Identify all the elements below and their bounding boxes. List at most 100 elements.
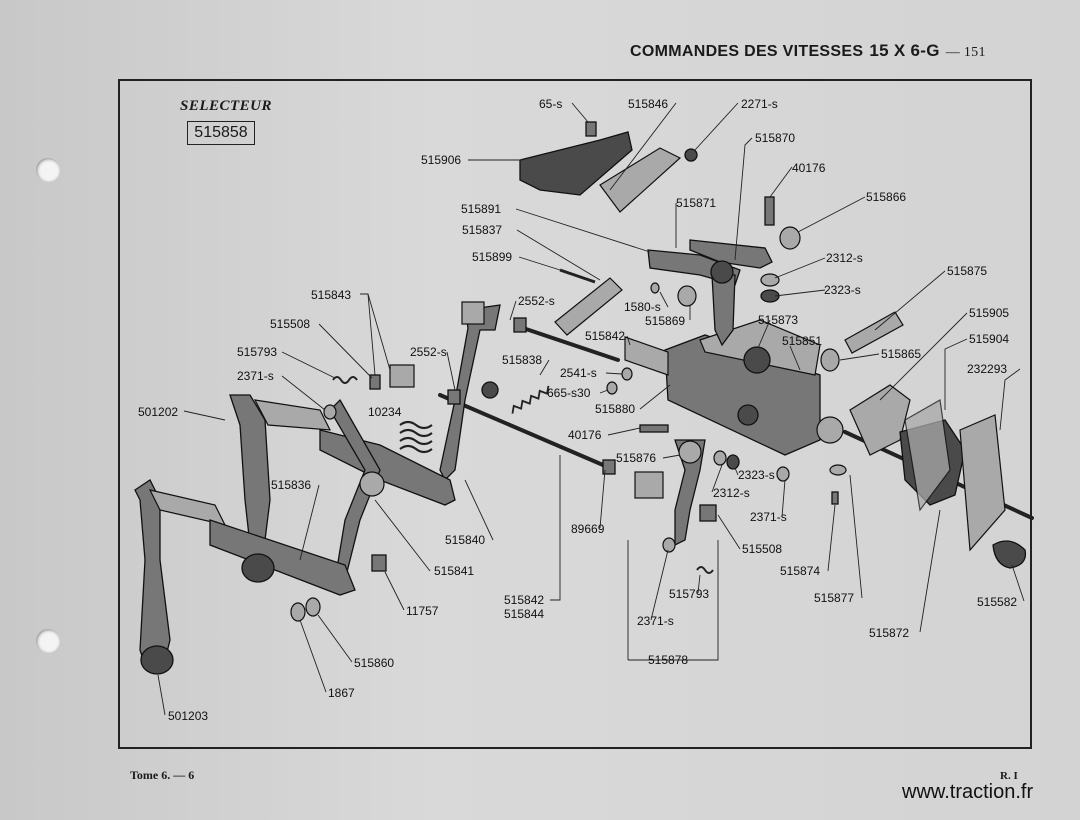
label-515865: 515865 <box>881 347 921 361</box>
pin-1580s <box>650 282 660 294</box>
label-515793-right: 515793 <box>669 587 709 601</box>
housing-bore <box>737 404 759 426</box>
spring-515793-left <box>332 376 358 384</box>
label-2271s: 2271-s <box>741 97 778 111</box>
pin-515874 <box>831 491 839 505</box>
label-515844: 515844 <box>504 607 544 621</box>
lever-515840-boss <box>481 381 499 399</box>
header-model: 15 X 6-G <box>869 41 940 60</box>
label-65s: 65-s <box>539 97 562 111</box>
label-515905: 515905 <box>969 306 1009 320</box>
label-501202: 501202 <box>138 405 178 419</box>
label-40176-mid: 40176 <box>568 428 602 442</box>
sleeve-515875 <box>844 311 904 354</box>
label-515869: 515869 <box>645 314 685 328</box>
label-515860: 515860 <box>354 656 394 670</box>
label-515875: 515875 <box>947 264 987 278</box>
shift-rod-upper <box>518 325 620 362</box>
spring-515793-right <box>696 566 714 574</box>
label-515904: 515904 <box>969 332 1009 346</box>
shift-rod <box>438 393 612 470</box>
label-2552s-left: 2552-s <box>410 345 447 359</box>
nut-2323s-b <box>726 454 740 470</box>
label-515508-right: 515508 <box>742 542 782 556</box>
gasket-232293 <box>959 414 1006 552</box>
label-501203: 501203 <box>168 709 208 723</box>
callout-labels: 65-s 515846 2271-s 515870 515906 40176 5… <box>138 97 1017 723</box>
watermark: www.traction.fr <box>902 781 1034 803</box>
washer-1867 <box>290 602 306 622</box>
label-89669: 89669 <box>571 522 605 536</box>
washer-2371s-a <box>323 404 337 420</box>
arm-pivot <box>710 260 734 284</box>
screw-65s <box>585 121 597 137</box>
label-515841: 515841 <box>434 564 474 578</box>
nut-2323s <box>760 289 780 303</box>
label-515851: 515851 <box>782 334 822 348</box>
label-515840: 515840 <box>445 533 485 547</box>
footer-revision: R. I <box>1000 770 1018 782</box>
lever-515878 <box>674 439 706 547</box>
spring-515838 <box>511 385 550 414</box>
support-515906 <box>519 131 633 196</box>
link-515836 <box>319 429 456 506</box>
label-515906: 515906 <box>421 153 461 167</box>
lever-515878-boss <box>678 440 702 464</box>
label-2371s-bottom: 2371-s <box>637 614 674 628</box>
nut-2552s-b <box>447 389 461 405</box>
label-1580s: 1580-s <box>624 300 661 314</box>
washer-2312s <box>760 273 780 287</box>
label-515878: 515878 <box>648 653 688 667</box>
label-515837: 515837 <box>462 223 502 237</box>
page-header: COMMANDES DES VITESSES 15 X 6-G — 151 <box>630 41 986 61</box>
label-232293: 232293 <box>967 362 1007 376</box>
bushing-515865 <box>820 348 840 372</box>
screw-515508-b <box>699 504 717 522</box>
label-2323s-top: 2323-s <box>824 283 861 297</box>
bushing <box>743 346 771 374</box>
punch-hole-top <box>36 158 60 182</box>
diagram-frame <box>118 79 1032 749</box>
label-515899: 515899 <box>472 250 512 264</box>
label-40176-top: 40176 <box>792 161 826 175</box>
label-515876: 515876 <box>616 451 656 465</box>
arm-515841-boss <box>359 471 385 497</box>
label-2312s-mid: 2312-s <box>713 486 750 500</box>
label-2312s-top: 2312-s <box>826 251 863 265</box>
block-515843-top <box>461 301 485 325</box>
header-title: COMMANDES DES VITESSES <box>630 43 864 60</box>
screw-11757 <box>371 554 387 572</box>
label-515880: 515880 <box>595 402 635 416</box>
plate-515877 <box>829 464 847 476</box>
label-2541s: 2541-s <box>560 366 597 380</box>
label-2552s-top: 2552-s <box>518 294 555 308</box>
gasket-515904 <box>904 399 951 512</box>
nut-2271s <box>684 148 698 162</box>
page-number: — 151 <box>945 45 986 60</box>
washer-515860 <box>305 597 321 617</box>
washer-2371s-b <box>776 466 790 482</box>
label-10234: 10234 <box>368 405 402 419</box>
label-515871: 515871 <box>676 196 716 210</box>
label-515866: 515866 <box>866 190 906 204</box>
footer-volume: Tome 6. — 6 <box>130 768 195 782</box>
washer-2371s-c <box>662 537 676 553</box>
label-515846: 515846 <box>628 97 668 111</box>
label-515582: 515582 <box>977 595 1017 609</box>
shaft-515842 <box>209 519 356 596</box>
label-515870: 515870 <box>755 131 795 145</box>
nut-rod-end <box>602 459 616 475</box>
sleeve-515837 <box>554 277 623 336</box>
part-drawings <box>134 121 1034 675</box>
block-89669 <box>634 471 664 499</box>
shaft-501202 <box>253 399 332 431</box>
label-515843: 515843 <box>311 288 351 302</box>
section-title: SELECTEUR <box>180 98 273 114</box>
label-2323s-mid: 2323-s <box>738 468 775 482</box>
washer-2541s <box>621 367 633 381</box>
label-515877: 515877 <box>814 591 854 605</box>
label-665s: 665-s30 <box>547 386 591 400</box>
gasket-515846 <box>599 147 682 213</box>
label-515836: 515836 <box>271 478 311 492</box>
